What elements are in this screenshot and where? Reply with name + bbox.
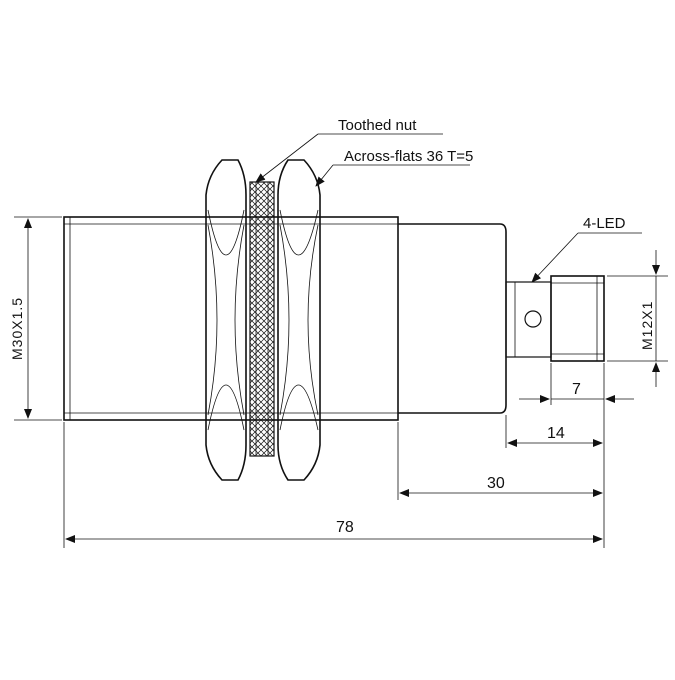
rear-housing — [397, 223, 507, 414]
overall-length-label: 78 — [336, 519, 354, 536]
thread-length-label: 7 — [572, 381, 581, 398]
overall-length-dimension: 78 — [65, 519, 603, 543]
toothed-nut-callout: Toothed nut — [255, 117, 443, 183]
led-label: 4-LED — [583, 215, 626, 232]
thread-connector-label: M12X1 — [639, 301, 655, 350]
thread-connector-dimension: M12X1 — [607, 250, 668, 387]
thread-main-dimension: M30X1.5 — [9, 216, 62, 421]
across-flats-callout: Across-flats 36 T=5 — [315, 148, 473, 187]
connector-length-label: 14 — [547, 425, 565, 442]
extension-lines — [63, 363, 605, 548]
sensor-body — [63, 216, 399, 421]
thread-length-dimension: 7 — [519, 381, 634, 403]
led-window — [524, 310, 542, 328]
led-callout: 4-LED — [531, 215, 642, 283]
connector-neck — [505, 281, 552, 358]
hex-nut-left — [205, 159, 247, 481]
rear-length-dimension: 30 — [399, 475, 603, 497]
rear-length-label: 30 — [487, 475, 505, 492]
toothed-nut-label: Toothed nut — [338, 117, 417, 134]
toothed-nut — [249, 181, 275, 457]
m12-connector — [550, 275, 605, 362]
hex-nut-right — [277, 159, 321, 481]
thread-main-label: M30X1.5 — [9, 297, 25, 360]
across-flats-label: Across-flats 36 T=5 — [344, 148, 473, 165]
connector-length-dimension: 14 — [507, 425, 603, 447]
